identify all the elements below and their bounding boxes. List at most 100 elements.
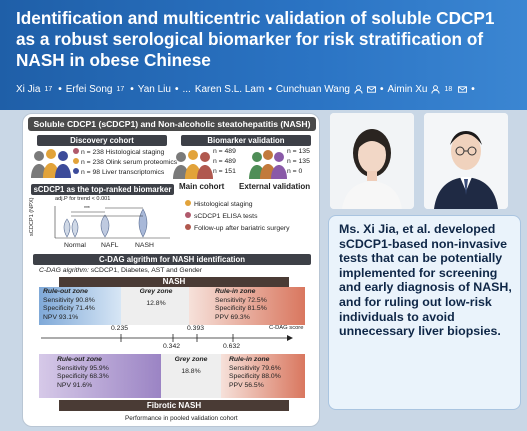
legend-item: Follow-up after bariatric surgery [185, 224, 290, 232]
topranked-title: sCDCP1 as the top-ranked biomarker [31, 184, 174, 195]
main-count: n = 489 [213, 158, 236, 165]
zone-line: NPV 93.1% [43, 313, 79, 321]
author-name[interactable]: Yan Liu [137, 84, 171, 95]
zone-title: Rule-out zone [43, 288, 88, 295]
author-separator: • [379, 84, 384, 95]
axis-label: C-DAG score [269, 325, 304, 331]
author-name[interactable]: Aimin Xu [387, 84, 428, 95]
main-cohort-icon [173, 150, 213, 179]
bullet-icon [185, 200, 191, 206]
author-separator: • [471, 84, 475, 95]
author-name[interactable]: Karen S.L. Lam [194, 84, 265, 95]
author-separator: • [130, 84, 134, 95]
zone-line: Sensitivity 90.8% [43, 296, 95, 304]
grey-zone-bg [121, 287, 189, 325]
tick-label: 0.632 [223, 343, 241, 350]
external-validation-label: External validation [239, 182, 311, 191]
main-count: n = 151 [213, 168, 236, 175]
author-separator: • [58, 84, 62, 95]
footer-note: Performance in pooled validation cohort [125, 415, 238, 422]
zone-title: Grey zone [174, 356, 208, 363]
author-affil: 17 [116, 86, 125, 93]
bullet-icon [185, 212, 191, 218]
count-text: n = 238 [81, 159, 104, 166]
zone-title: Grey zone [139, 288, 173, 295]
tick-label: 0.235 [111, 325, 129, 332]
nash-bar: NASH [59, 277, 289, 287]
zone-line: Specificity 68.3% [57, 373, 109, 380]
person-icon[interactable] [354, 85, 363, 94]
graphical-abstract: Soluble CDCP1 (sCDCP1) and Non-alcoholic… [22, 113, 320, 427]
zone-title: Rule-in zone [229, 356, 270, 363]
fib-grey-zone-bg [161, 354, 221, 398]
author-name[interactable]: Erfei Song [65, 84, 113, 95]
row-label: Liver transcriptomics [101, 169, 165, 176]
summary-callout: Ms. Xi Jia, et al. developed sCDCP1-base… [328, 215, 521, 410]
count-text: n = 238 [81, 149, 104, 156]
header-banner: Identification and multicentric validati… [0, 0, 527, 110]
author-name: ... [182, 84, 191, 95]
person-icon[interactable] [431, 85, 441, 94]
tick-label: 0.393 [187, 325, 205, 332]
bullet-icon [73, 158, 79, 164]
cdag-title: C-DAG algrithm for NASH identification [33, 254, 311, 265]
legend-label: sCDCP1 ELISA tests [194, 213, 258, 220]
mail-icon[interactable] [366, 85, 376, 94]
zone-value: 12.8% [146, 299, 166, 307]
zone-line: Specificity 81.5% [215, 305, 267, 312]
score-axis [41, 334, 293, 342]
author-name[interactable]: Cunchuan Wang [275, 84, 350, 95]
zone-line: Sensitivity 95.9% [57, 364, 109, 372]
tick-label: 0.342 [163, 343, 181, 350]
discovery-row: n = 238 Histological staging [73, 148, 164, 156]
portrait-icon [330, 113, 414, 209]
x-tick-label: NASH [135, 242, 154, 249]
x-tick-label: Normal [64, 242, 86, 249]
main-count: n = 489 [213, 148, 236, 155]
fib-rulein-zone-bg [221, 354, 305, 398]
abstract-title: Soluble CDCP1 (sCDCP1) and Non-alcoholic… [28, 117, 316, 131]
ext-count: n = 135 [287, 148, 310, 155]
author-photo-female [330, 113, 414, 209]
author-affil: 18 [444, 86, 453, 93]
zone-title: Rule-out zone [57, 356, 102, 363]
violin-plot [54, 206, 170, 239]
ext-count: n = 135 [287, 158, 310, 165]
mail-icon[interactable] [458, 85, 468, 94]
legend-item: Histological staging [185, 200, 253, 208]
validation-title: Biomarker validation [181, 135, 311, 146]
fibrotic-nash-bar: Fibrotic NASH [59, 400, 289, 411]
portrait-icon [424, 113, 508, 209]
nash-grey: Grey zone 12.8% [127, 288, 185, 308]
zone-line: Specificity 88.0% [229, 373, 281, 380]
discovery-title: Discovery cohort [37, 135, 167, 146]
y-axis-label: sCDCP1 (NPX) [29, 197, 35, 236]
zone-title: Rule-in zone [215, 288, 256, 295]
zone-line: PPV 69.3% [215, 313, 250, 321]
external-cohort-icon [249, 150, 287, 179]
count-text: n = 98 [81, 169, 101, 176]
bullet-icon [185, 224, 191, 230]
x-tick-label: NAFL [101, 242, 119, 249]
legend-item: sCDCP1 ELISA tests [185, 212, 257, 220]
row-label: Olink serum proteomics [105, 159, 178, 166]
author-name[interactable]: Xi Jia [16, 84, 41, 95]
zone-value: 18.8% [181, 367, 201, 375]
algorithm-label: C-DAG algrithm: [39, 267, 89, 274]
algorithm-text: sCDCP1, Diabetes, AST and Gender [90, 267, 203, 274]
ptrend-text: adj.P for trend < 0.001 [55, 196, 111, 202]
rulein-zone-bg [189, 287, 305, 325]
author-separator: • [268, 84, 272, 95]
zone-line: PPV 56.5% [229, 381, 264, 389]
ext-count: n = 0 [287, 168, 303, 175]
bullet-icon [73, 148, 79, 154]
discovery-row: n = 238 Olink serum proteomics [73, 158, 177, 166]
author-photo-male [424, 113, 508, 209]
discovery-row: n = 98 Liver transcriptomics [73, 168, 164, 176]
fib-grey: Grey zone 18.8% [163, 356, 219, 376]
main-cohort-label: Main cohort [179, 182, 225, 191]
